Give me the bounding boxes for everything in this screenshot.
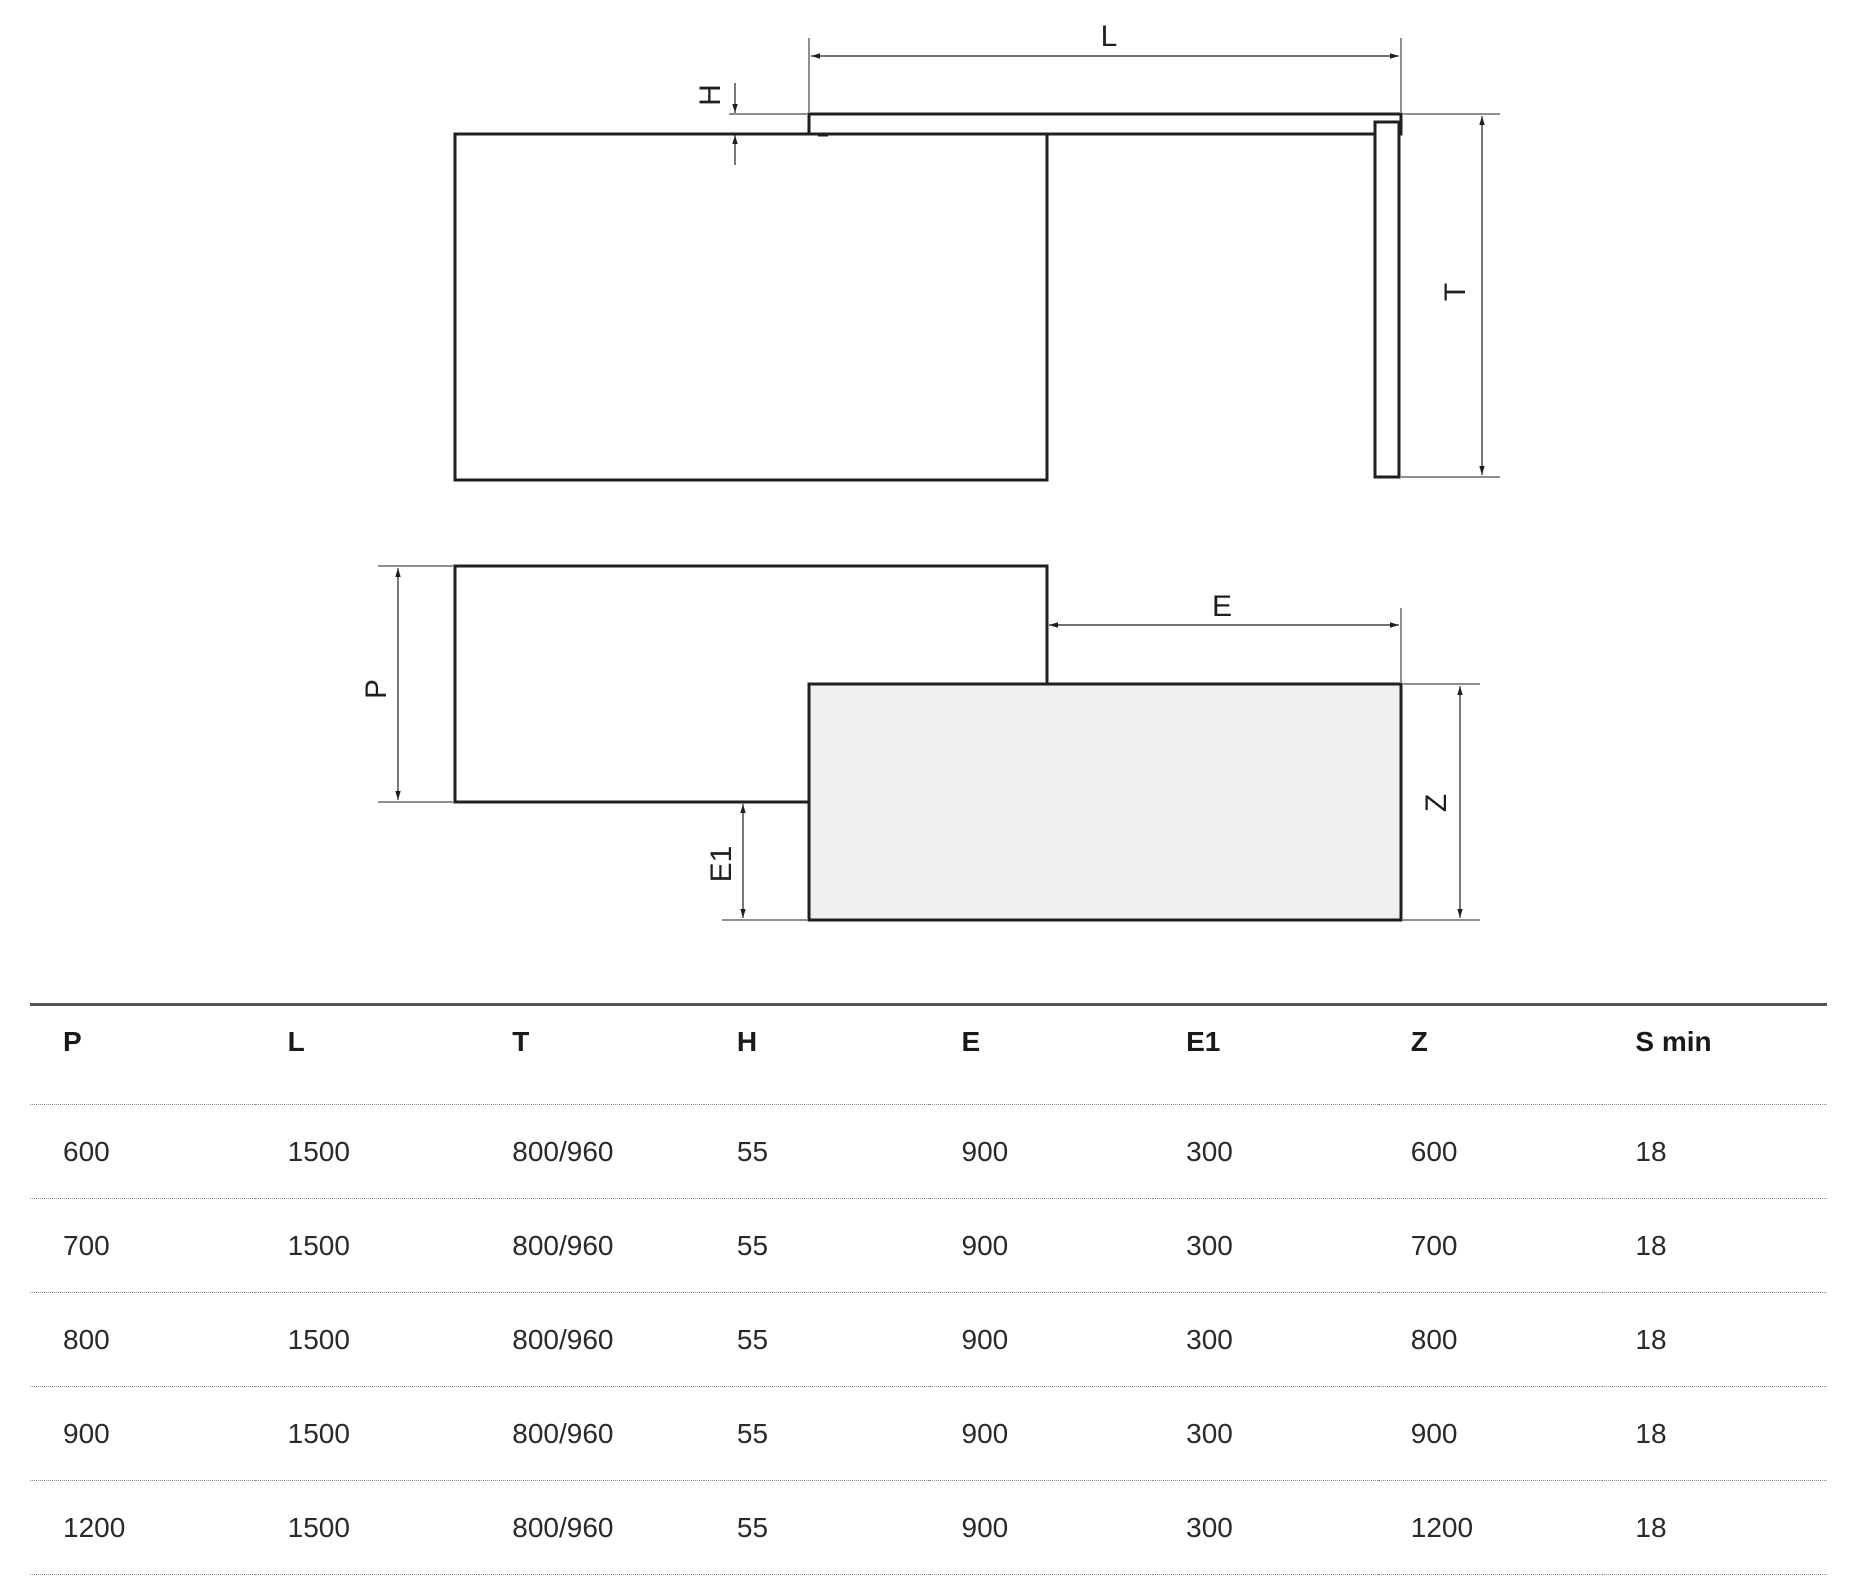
dim-label-h: H (694, 84, 727, 106)
cell-l: 1500 (254, 1386, 480, 1481)
cell-h: 55 (703, 1292, 929, 1387)
technical-drawing: L H T P E E1 Z (360, 20, 1500, 922)
table-row: 900 1500 800/960 55 900 300 900 18 (30, 1386, 1827, 1481)
cell-z: 600 (1377, 1104, 1603, 1199)
cell-z: 700 (1377, 1198, 1603, 1293)
header-t: T (479, 1004, 704, 1105)
cell-e1: 300 (1153, 1104, 1378, 1199)
dim-label-t: T (1439, 283, 1472, 301)
cell-p: 700 (30, 1198, 255, 1293)
cell-h: 55 (703, 1198, 929, 1293)
extension-leg (1373, 120, 1401, 479)
cell-p: 800 (30, 1292, 255, 1387)
cell-e1: 300 (1153, 1292, 1378, 1387)
side-elevation-view: L H T (453, 20, 1500, 482)
table-row: 800 1500 800/960 55 900 300 800 18 (30, 1292, 1827, 1387)
cell-e: 900 (928, 1198, 1154, 1293)
cell-s-min: 18 (1602, 1104, 1827, 1199)
cell-s-min: 18 (1602, 1292, 1827, 1387)
plan-view: P E E1 Z (360, 564, 1480, 922)
dim-label-e: E (1212, 590, 1232, 623)
header-l: L (254, 1004, 480, 1105)
table-row: 1200 1500 800/960 55 900 300 1200 18 (30, 1480, 1827, 1575)
header-z: Z (1377, 1004, 1603, 1105)
table-row: 700 1500 800/960 55 900 300 700 18 (30, 1198, 1827, 1293)
cell-h: 55 (703, 1386, 929, 1481)
cell-e: 900 (928, 1292, 1154, 1387)
header-h: H (703, 1004, 929, 1105)
cell-h: 55 (703, 1104, 929, 1199)
cell-e: 900 (928, 1386, 1154, 1481)
cell-t: 800/960 (479, 1198, 704, 1293)
cell-e1: 300 (1153, 1198, 1378, 1293)
cell-z: 1200 (1377, 1480, 1603, 1575)
cell-h: 55 (703, 1480, 929, 1575)
cell-l: 1500 (254, 1292, 480, 1387)
table-row: 600 1500 800/960 55 900 300 600 18 (30, 1104, 1827, 1199)
cell-e1: 300 (1153, 1480, 1378, 1575)
cell-l: 1500 (254, 1480, 480, 1575)
header-s-min: S min (1602, 1004, 1827, 1105)
cell-t: 800/960 (479, 1104, 704, 1199)
cell-t: 800/960 (479, 1386, 704, 1481)
dimensions-table: P L T H E E1 Z S min 600 1500 800/960 55… (30, 1003, 1827, 1575)
cell-s-min: 18 (1602, 1480, 1827, 1575)
cell-z: 800 (1377, 1292, 1603, 1387)
cell-l: 1500 (254, 1198, 480, 1293)
cell-e: 900 (928, 1104, 1154, 1199)
header-e: E (928, 1004, 1154, 1105)
dim-label-l: L (1101, 20, 1118, 53)
table-header-row: P L T H E E1 Z S min (30, 1004, 1827, 1105)
header-p: P (30, 1004, 255, 1105)
dim-label-z: Z (1420, 794, 1453, 812)
cell-p: 900 (30, 1386, 255, 1481)
cell-e1: 300 (1153, 1386, 1378, 1481)
cell-e: 900 (928, 1480, 1154, 1575)
cell-z: 900 (1377, 1386, 1603, 1481)
cell-s-min: 18 (1602, 1386, 1827, 1481)
cell-t: 800/960 (479, 1292, 704, 1387)
dim-label-p: P (360, 679, 393, 699)
extension-top-board (807, 112, 1403, 136)
cell-p: 600 (30, 1104, 255, 1199)
header-e1: E1 (1153, 1004, 1378, 1105)
dim-label-e1: E1 (705, 846, 738, 883)
cell-p: 1200 (30, 1480, 255, 1575)
table-body-elevation (453, 132, 1049, 482)
cell-t: 800/960 (479, 1480, 704, 1575)
cell-s-min: 18 (1602, 1198, 1827, 1293)
cell-l: 1500 (254, 1104, 480, 1199)
extension-board-plan (807, 682, 1403, 922)
